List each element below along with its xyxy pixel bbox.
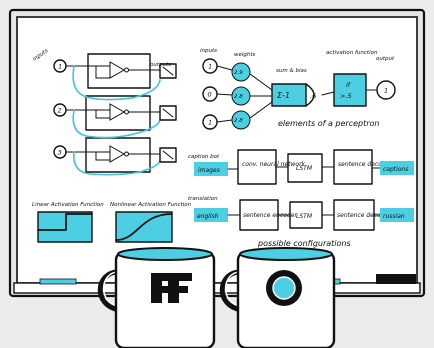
ring-logo-icon bbox=[266, 270, 302, 306]
perceptron-weights-label: weights bbox=[234, 52, 256, 58]
caption-bot-decoder: sentence decoder bbox=[338, 161, 392, 168]
perceptron-caption: elements of a perceptron bbox=[278, 119, 379, 128]
circuit-input-1: 1 bbox=[58, 63, 62, 71]
perceptron-activation-label: activation function bbox=[326, 50, 378, 56]
translation-output: russian bbox=[383, 213, 405, 220]
translation-decoder: sentence decoder bbox=[337, 212, 391, 219]
perceptron-bias: .6 bbox=[310, 92, 316, 100]
perceptron-weight-3: 2.8 bbox=[234, 118, 243, 124]
linear-activation-label: Linear Activation Function bbox=[32, 202, 104, 208]
left-mug bbox=[97, 247, 216, 348]
activation-functions: Linear Activation Function Nonlinear Act… bbox=[32, 202, 192, 243]
circuit-input-3: 3 bbox=[58, 149, 62, 157]
caption-bot-lstm: LSTM bbox=[296, 165, 313, 172]
caption-bot-cnn: conv. neural network bbox=[242, 161, 306, 168]
eraser bbox=[376, 274, 416, 284]
perceptron-input-1: 1 bbox=[208, 63, 212, 71]
configs-caption: possible configurations bbox=[257, 239, 351, 248]
perceptron-input-3: 1 bbox=[208, 119, 212, 127]
caption-bot-label: caption bot bbox=[188, 154, 220, 160]
caption-bot-diagram: caption bot images conv. neural network … bbox=[188, 149, 414, 185]
caption-bot-output: captions bbox=[383, 166, 408, 173]
perceptron-input-2: 0 bbox=[208, 91, 212, 99]
circuit-input-2: 2 bbox=[58, 107, 62, 115]
perceptron-diagram: inputs weights sum & bias activation fun… bbox=[200, 48, 396, 130]
perceptron-inputs-label: inputs bbox=[200, 48, 217, 54]
ff-logo-icon bbox=[151, 273, 192, 303]
perceptron-sum-bias-label: sum & bias bbox=[276, 68, 307, 74]
perceptron-output: 1 bbox=[384, 87, 388, 95]
marker-cyan-1 bbox=[39, 278, 77, 285]
right-mug bbox=[219, 247, 336, 348]
marker-tray bbox=[13, 282, 421, 294]
translation-encoder: sentence encoder bbox=[243, 212, 297, 219]
translation-label: translation bbox=[188, 196, 218, 202]
translation-input: english bbox=[197, 213, 219, 220]
translation-lstm: LSTM bbox=[296, 213, 313, 220]
perceptron-weight-1: 2.9 bbox=[234, 70, 243, 76]
perceptron-activation-if: if bbox=[346, 81, 352, 89]
nonlinear-activation-label: Nonlinear Activation Function bbox=[110, 202, 192, 208]
translation-diagram: translation english sentence encoder LST… bbox=[188, 196, 414, 248]
perceptron-sum: Σ-1 bbox=[277, 91, 290, 100]
perceptron-activation-threshold: >.5 bbox=[340, 92, 352, 100]
caption-bot-input: images bbox=[198, 167, 220, 174]
perceptron-weight-2: 2.8 bbox=[234, 94, 243, 100]
perceptron-output-label: output bbox=[376, 56, 395, 62]
